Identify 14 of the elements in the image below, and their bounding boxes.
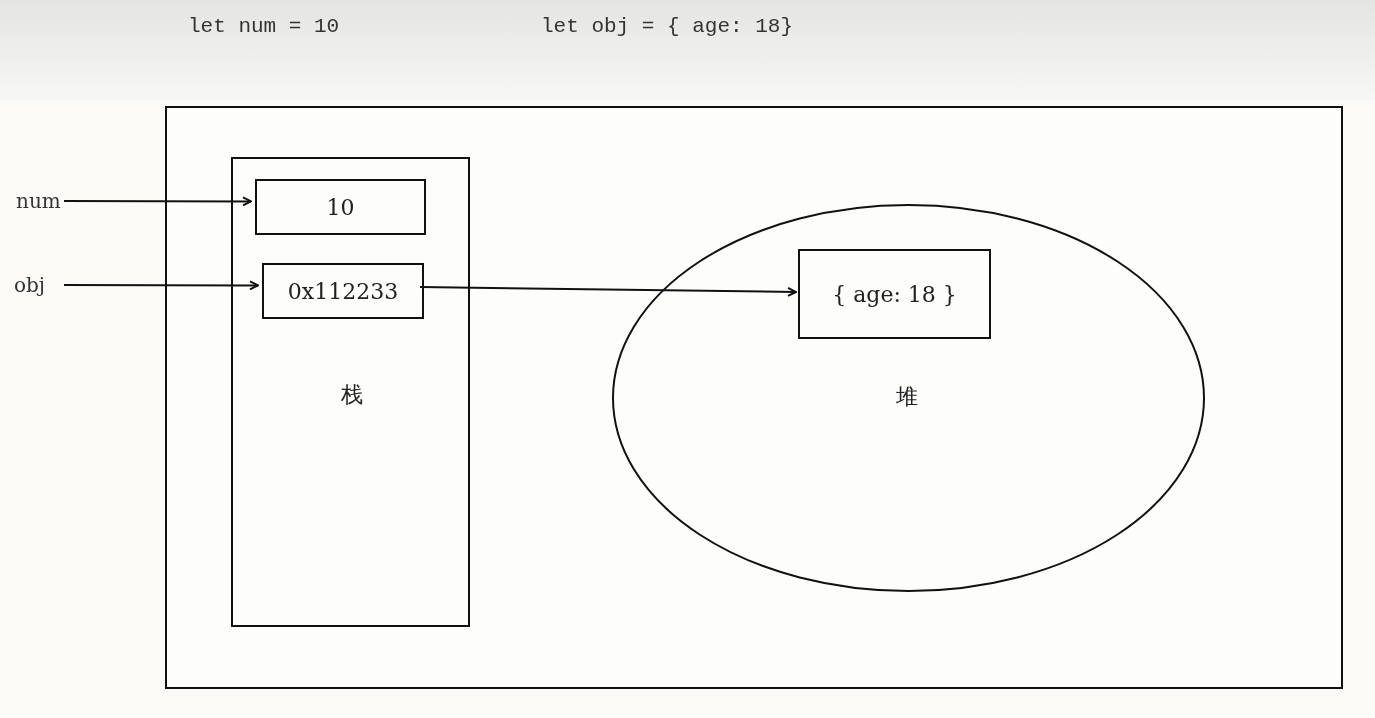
memory-cell: 0x112233 [262,263,424,319]
memory-cell: 10 [255,179,426,235]
code-line: let num = 10 [188,15,340,38]
stack-label: 栈 [341,381,363,409]
variable-name: obj [14,270,64,300]
arrow [63,196,252,207]
memory-cell: { age: 18 } [798,249,991,339]
heap-label: 堆 [896,383,918,411]
arrow [419,286,797,297]
arrow [63,280,259,291]
code-line: let obj = { age: 18} [541,15,794,38]
frame-box [165,106,1343,689]
stack-box [231,157,470,627]
variable-name: num [16,186,64,216]
